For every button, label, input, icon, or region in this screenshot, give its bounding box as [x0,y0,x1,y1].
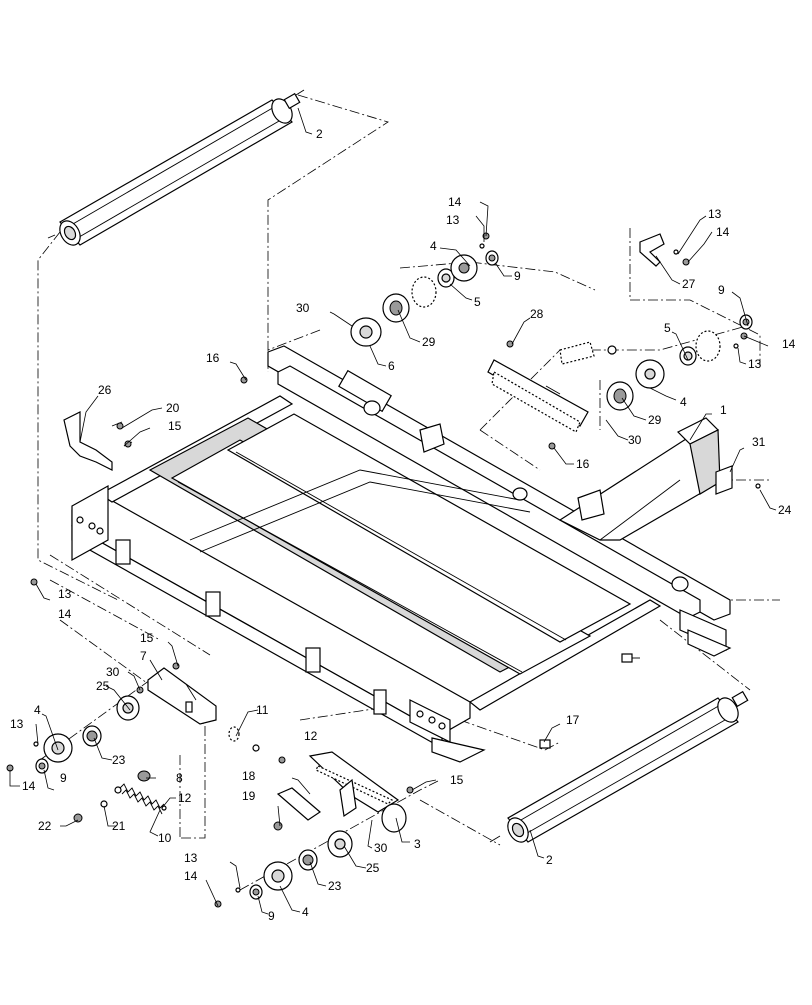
callout-20: 20 [166,401,180,415]
callout-4-right: 4 [680,395,687,409]
callout-22: 22 [38,819,52,833]
leader-lines [9,107,777,915]
callout-9-right: 9 [718,283,725,297]
callout-19: 19 [242,789,256,803]
callout-4-left: 4 [34,703,41,717]
callout-4-top: 4 [430,239,437,253]
callout-31: 31 [752,435,766,449]
bottom-roller[interactable] [489,690,749,846]
callout-15-right: 15 [450,773,464,787]
top-roller[interactable] [47,89,305,249]
callout-1: 1 [720,403,727,417]
main-frame[interactable] [71,345,732,763]
callout-12-left: 12 [178,791,192,805]
callout-23-bottom: 23 [328,879,342,893]
callout-14-top: 14 [448,195,462,209]
callout-12-right: 12 [304,729,318,743]
callout-9-left: 9 [60,771,67,785]
callout-5-right: 5 [664,321,671,335]
right-bearing-stack[interactable] [606,314,753,411]
callout-14-left: 14 [22,779,36,793]
callout-26: 26 [98,383,112,397]
callout-21: 21 [112,819,126,833]
callout-15-left: 15 [140,631,154,645]
callout-13-left: 13 [10,717,24,731]
callout-2-top: 2 [316,127,323,141]
callout-13-right: 13 [748,357,762,371]
callout-29-top: 29 [422,335,436,349]
callout-14-topright: 14 [716,225,730,239]
callout-30-bottom: 30 [374,841,388,855]
bracket-31[interactable] [715,465,761,495]
callout-10: 10 [158,831,172,845]
callout-labels: 1 2 2 3 4 4 4 4 5 5 6 7 8 9 9 9 9 10 11 … [10,127,796,923]
callout-30-left: 30 [106,665,120,679]
callout-8: 8 [176,771,183,785]
callout-2-bottom: 2 [546,853,553,867]
callout-11: 11 [256,703,269,717]
callout-17: 17 [566,713,580,727]
callout-14-frame: 14 [58,607,72,621]
callout-29-right: 29 [648,413,662,427]
callout-18: 18 [242,769,256,783]
callout-3: 3 [414,837,421,851]
callout-24: 24 [778,503,792,517]
bracket-27[interactable] [639,233,690,267]
callout-5-top: 5 [474,295,481,309]
top-bearing-stack[interactable] [350,232,499,347]
lower-bearing-stack[interactable] [214,739,551,908]
spring-assembly[interactable] [73,783,167,823]
callout-28: 28 [530,307,544,321]
callout-16-right: 16 [576,457,590,471]
callout-14-bottom: 14 [184,869,198,883]
scraper-plate[interactable] [487,340,617,433]
bracket-26[interactable] [63,411,133,471]
callout-27: 27 [682,277,696,291]
callout-9-top: 9 [514,269,521,283]
callout-25-left: 25 [96,679,110,693]
callout-6: 6 [388,359,395,373]
callout-13-top: 13 [446,213,460,227]
callout-23-left: 23 [112,753,126,767]
callout-15-topleft: 15 [168,419,182,433]
callout-13-topright: 13 [708,207,722,221]
callout-16-left: 16 [206,351,220,365]
callout-30-right: 30 [628,433,642,447]
callout-9-bottom: 9 [268,909,275,923]
callout-25-bottom: 25 [366,861,380,875]
callout-13-bottom: 13 [184,851,198,865]
callout-7: 7 [140,649,147,663]
callout-14-right: 14 [782,337,796,351]
misc-hardware [30,376,556,586]
callout-4-bottom: 4 [302,905,309,919]
callout-13-frame: 13 [58,587,72,601]
callout-30-top: 30 [296,301,310,315]
assembly-lines [37,94,780,891]
